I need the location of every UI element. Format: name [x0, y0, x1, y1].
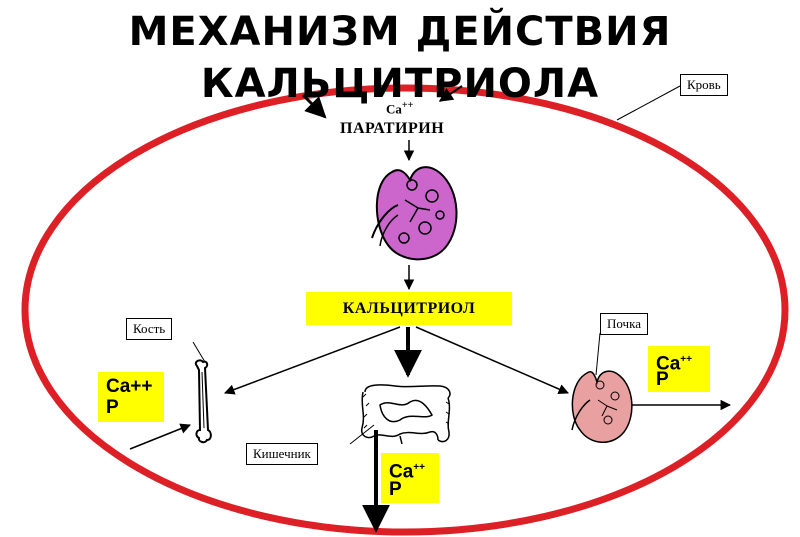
kidney-ca-text: Ca++: [656, 350, 692, 373]
intestine-leader-line: [349, 424, 375, 445]
intestine-ca-p-box: Ca++ P: [381, 453, 439, 503]
bone-ca-text: Ca++: [106, 376, 153, 397]
title-line-2: КАЛЬЦИТРИОЛА: [200, 61, 600, 107]
femur-bone-icon: [194, 359, 212, 444]
kidney-leader-line: [595, 332, 601, 376]
blood-leader-line: [616, 85, 681, 121]
bone-ca-p-box: Ca++ P: [98, 372, 164, 422]
bone-leader-line: [192, 341, 206, 363]
kidney-ca-p-box: Ca++ P: [648, 346, 710, 392]
bone-label: Кость: [126, 318, 173, 340]
intestine-label: Кишечник: [246, 443, 318, 465]
title-line-1: МЕХАНИЗМ ДЕЙСТВИЯ: [128, 9, 672, 55]
intestine-icon: [360, 384, 451, 445]
kidney-p-text: P: [656, 369, 669, 390]
blood-ellipse: [21, 84, 789, 536]
pth-label: ПАРАТИРИН: [340, 120, 445, 137]
kidney-ca-ion: Ca: [656, 353, 681, 375]
kidney-ca-charge: ++: [680, 354, 692, 365]
arrow-into-top-left: [301, 93, 327, 119]
arrow-calcitriol-to-kidney: [415, 326, 569, 395]
ca-input-charge: ++: [401, 100, 414, 111]
blood-label: Кровь: [680, 74, 728, 96]
arrow-calcitriol-to-bone: [224, 326, 401, 395]
kidney-icon: [371, 166, 458, 261]
intestine-p-text: P: [389, 479, 402, 500]
ca-input: Ca++: [386, 100, 413, 117]
intestine-ca-text: Ca++: [389, 458, 425, 481]
kidney-label: Почка: [600, 313, 648, 335]
arrow-into-top-right: [438, 85, 463, 102]
calcitriol-box: КАЛЬЦИТРИОЛ: [306, 292, 512, 325]
bone-p-text: P: [106, 397, 119, 418]
ca-input-ion: Ca: [386, 101, 402, 117]
intestine-ca-ion: Ca: [389, 461, 414, 483]
kidney-icon-small: [571, 370, 633, 443]
arrow-bone-out: [129, 423, 191, 450]
intestine-ca-charge: ++: [413, 462, 425, 473]
